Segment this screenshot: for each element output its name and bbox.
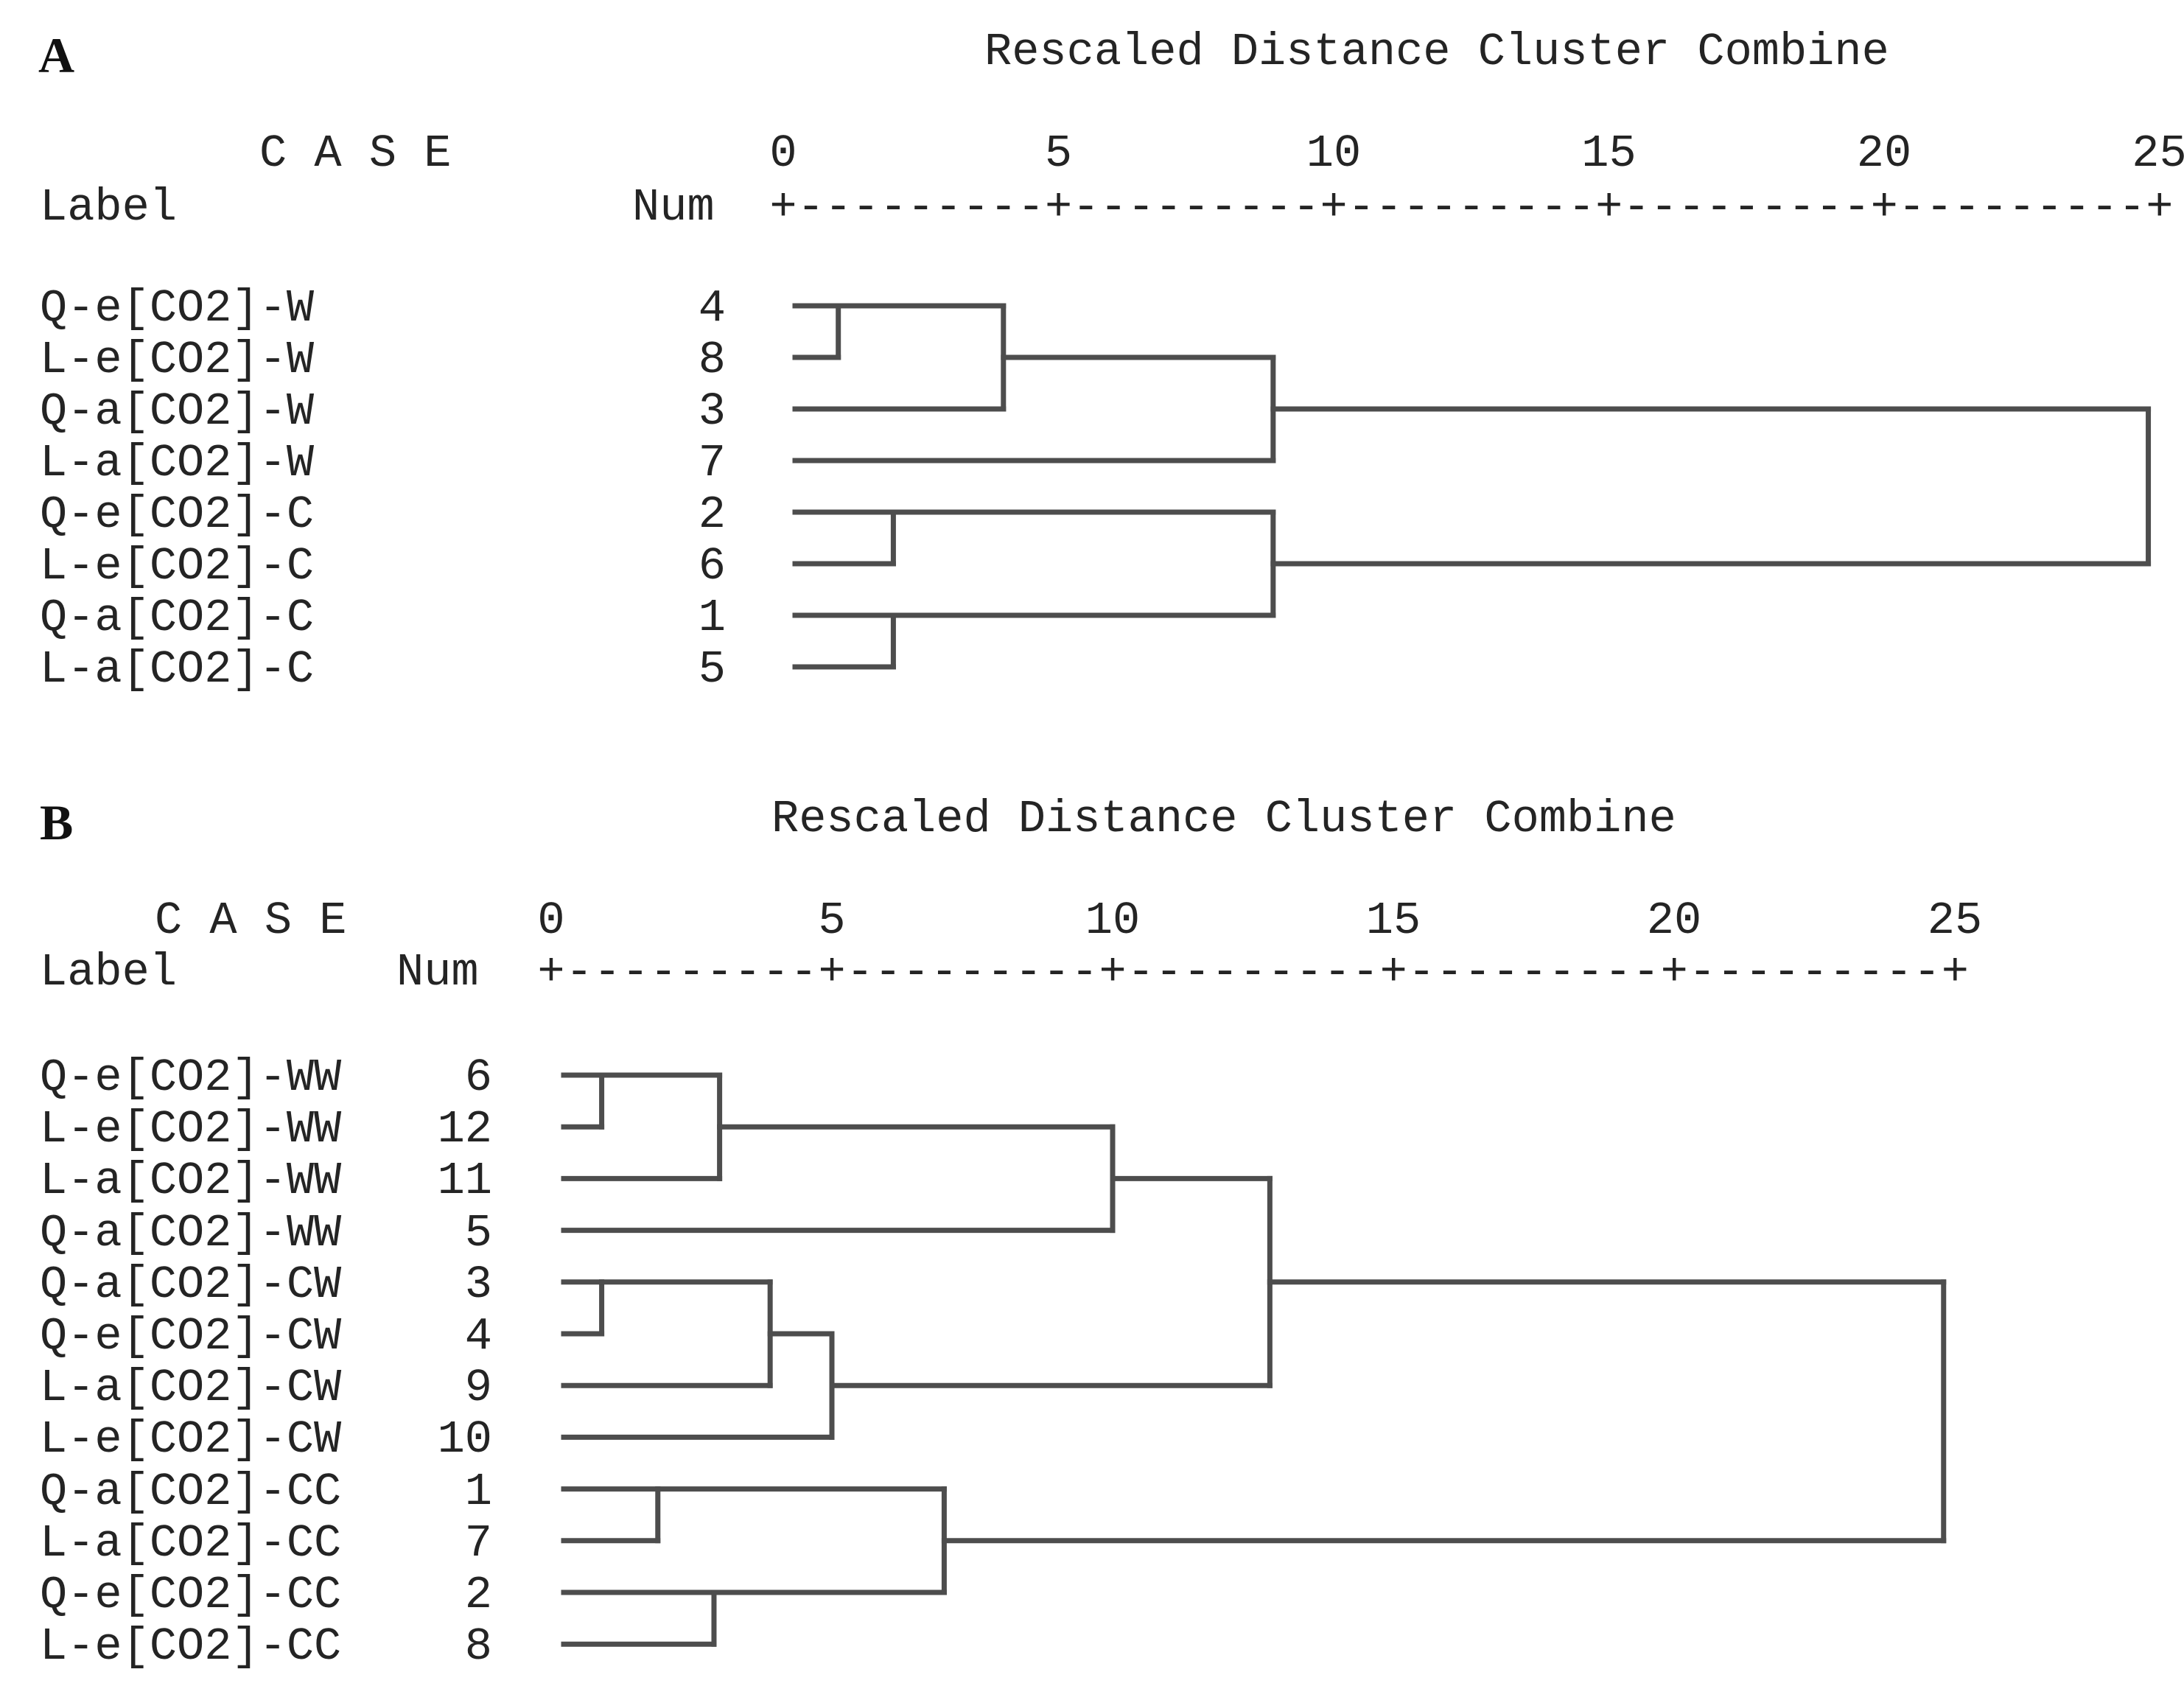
axis-tick-label: 20 <box>1856 127 1912 180</box>
case-label: Q-a[CO2]-WW <box>40 1206 342 1259</box>
axis-tick-label: 20 <box>1646 895 1702 947</box>
axis-tick-label: 5 <box>818 895 846 947</box>
case-label: L-a[CO2]-CW <box>40 1362 342 1415</box>
panel-b-axis-ruler: +---------+---------+---------+---------… <box>537 946 1970 998</box>
case-num: 5 <box>464 1206 492 1259</box>
panel-b-title: Rescaled Distance Cluster Combine <box>771 793 1676 845</box>
case-num: 4 <box>698 282 726 335</box>
case-label: L-e[CO2]-W <box>40 334 315 386</box>
case-label: L-a[CO2]-W <box>40 437 315 489</box>
case-label: Q-a[CO2]-W <box>40 385 315 438</box>
case-num: 5 <box>698 643 726 696</box>
axis-tick-label: 25 <box>2132 127 2184 180</box>
axis-tick-label: 15 <box>1581 127 1637 180</box>
case-label: L-a[CO2]-WW <box>40 1155 342 1208</box>
panel-b-num-header: Num <box>396 946 479 998</box>
case-label: Q-a[CO2]-CC <box>40 1465 342 1518</box>
case-label: Q-e[CO2]-WW <box>40 1052 342 1104</box>
case-num: 11 <box>437 1155 492 1208</box>
case-label: Q-e[CO2]-W <box>40 282 315 335</box>
case-label: Q-a[CO2]-CW <box>40 1258 342 1311</box>
case-label: Q-a[CO2]-C <box>40 592 315 644</box>
case-label: L-e[CO2]-CC <box>40 1620 342 1673</box>
axis-tick-label: 10 <box>1306 127 1362 180</box>
case-label: L-a[CO2]-CC <box>40 1517 342 1570</box>
axis-tick-label: 5 <box>1044 127 1073 180</box>
axis-tick-label: 25 <box>1927 895 1983 947</box>
case-num: 6 <box>464 1052 492 1104</box>
case-label: L-a[CO2]-C <box>40 643 315 696</box>
panel-a-axis-ruler: +---------+---------+---------+---------… <box>769 181 2174 234</box>
case-num: 8 <box>464 1620 492 1673</box>
panel-a-letter: A <box>38 27 75 83</box>
panel-b-letter: B <box>40 794 74 850</box>
axis-tick-label: 10 <box>1085 895 1141 947</box>
case-num: 3 <box>698 385 726 438</box>
panel-a-num-header: Num <box>632 181 715 234</box>
case-num: 1 <box>698 592 726 644</box>
case-num: 8 <box>698 334 726 386</box>
panel-a-label-header: Label <box>40 181 178 234</box>
case-num: 3 <box>464 1258 492 1311</box>
case-label: L-e[CO2]-CW <box>40 1413 342 1466</box>
panel-a-case-header: C A S E <box>259 127 452 180</box>
case-num: 4 <box>464 1310 492 1363</box>
panel-b-label-header: Label <box>40 946 178 998</box>
case-num: 12 <box>437 1103 492 1156</box>
case-num: 7 <box>698 437 726 489</box>
case-num: 1 <box>464 1465 492 1518</box>
case-num: 7 <box>464 1517 492 1570</box>
case-label: L-e[CO2]-C <box>40 540 315 592</box>
case-num: 6 <box>698 540 726 592</box>
case-label: L-e[CO2]-WW <box>40 1103 342 1156</box>
case-num: 2 <box>464 1569 492 1621</box>
case-label: Q-e[CO2]-C <box>40 489 315 541</box>
case-label: Q-e[CO2]-CW <box>40 1310 342 1363</box>
axis-tick-label: 15 <box>1365 895 1421 947</box>
panel-a-title: Rescaled Distance Cluster Combine <box>984 26 1889 78</box>
case-num: 10 <box>437 1413 492 1466</box>
case-num: 9 <box>464 1362 492 1415</box>
axis-tick-label: 0 <box>537 895 565 947</box>
axis-tick-label: 0 <box>769 127 797 180</box>
panel-b-case-header: C A S E <box>155 895 347 947</box>
case-label: Q-e[CO2]-CC <box>40 1569 342 1621</box>
case-num: 2 <box>698 489 726 541</box>
